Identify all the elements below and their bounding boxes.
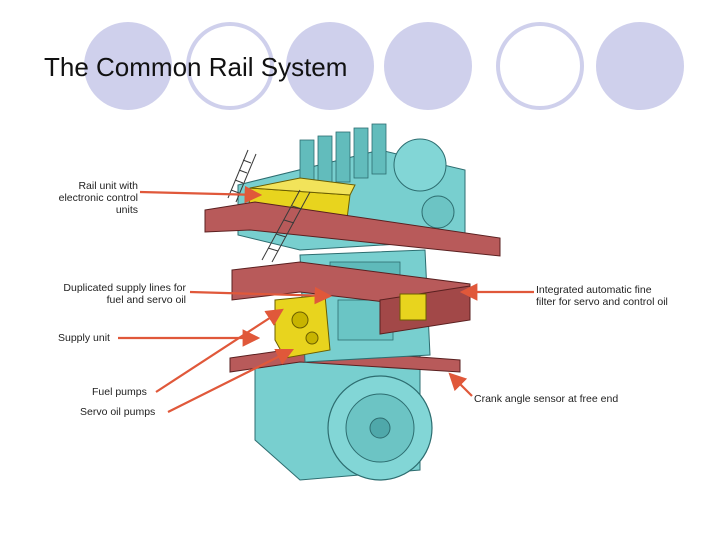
label-fuel-pumps: Fuel pumps bbox=[92, 386, 147, 398]
decor-circle-3 bbox=[286, 22, 374, 110]
annotation-arrows bbox=[118, 185, 534, 413]
arrow-servo-pumps bbox=[167, 349, 294, 413]
decor-circle-6 bbox=[596, 22, 684, 110]
arrow-fuel-pumps bbox=[155, 308, 284, 393]
filter-unit bbox=[399, 293, 427, 321]
label-rail-unit: Rail unit with electronic control units bbox=[58, 180, 138, 216]
decor-circle-1 bbox=[84, 22, 172, 110]
arrow-supply-lines bbox=[189, 286, 333, 305]
label-crank-sensor: Crank angle sensor at free end bbox=[474, 393, 619, 405]
slide-title: The Common Rail System bbox=[44, 52, 348, 82]
label-supply-lines: Duplicated supply lines for fuel and ser… bbox=[63, 282, 186, 306]
arrow-crank-sensor bbox=[448, 372, 473, 397]
decor-circle-4 bbox=[384, 22, 472, 110]
arrow-rail-unit bbox=[139, 185, 263, 204]
cylinder-heads bbox=[299, 123, 387, 191]
label-filter: Integrated automatic fine filter for ser… bbox=[536, 284, 668, 308]
label-servo-pumps: Servo oil pumps bbox=[80, 406, 156, 418]
label-supply-unit: Supply unit bbox=[58, 332, 110, 344]
turbocharger bbox=[393, 138, 447, 192]
decor-circle-5 bbox=[496, 22, 584, 110]
decor-circle-2 bbox=[186, 22, 274, 110]
ladders bbox=[227, 149, 311, 263]
